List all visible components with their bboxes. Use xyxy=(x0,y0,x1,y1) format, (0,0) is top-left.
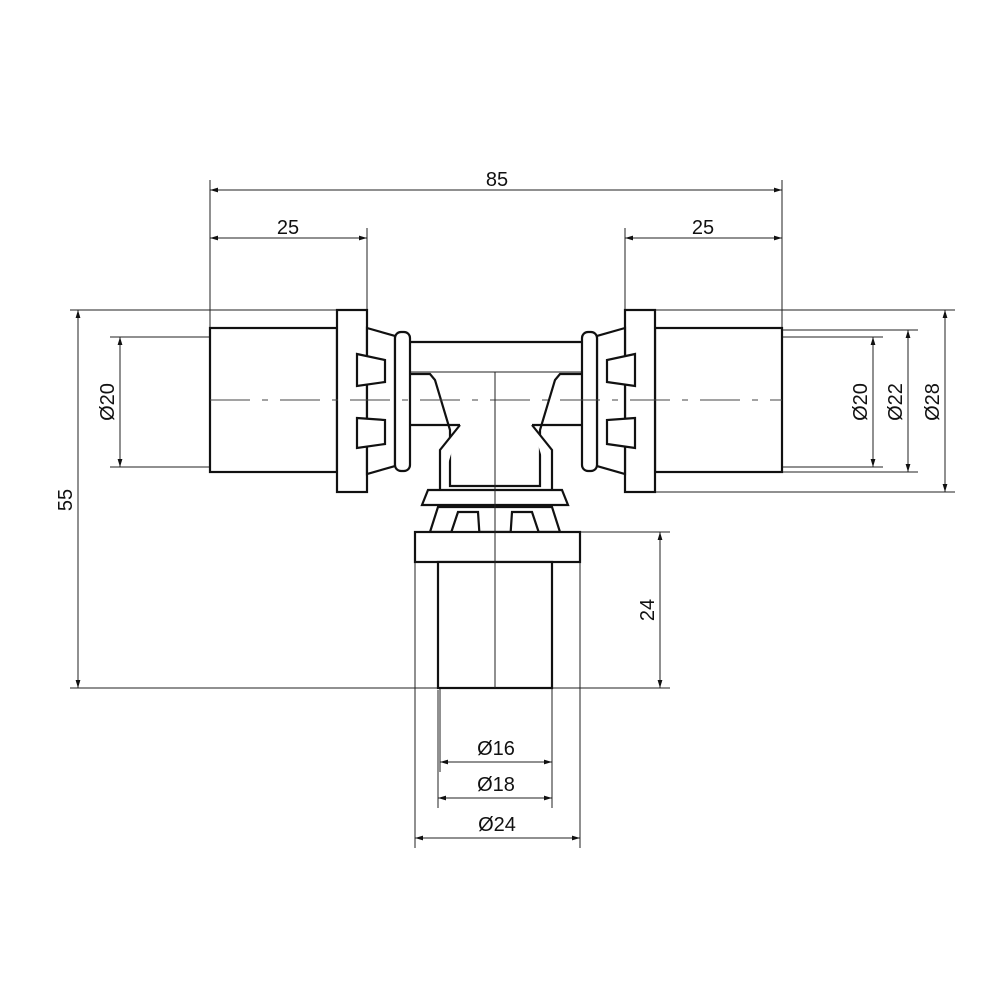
right-ring xyxy=(580,330,599,473)
dim-d28: Ø28 xyxy=(922,383,944,421)
dim-85: 85 xyxy=(486,169,508,191)
dim-d16: Ø16 xyxy=(477,738,515,760)
dim-25-left: 25 xyxy=(277,217,299,239)
center-lines xyxy=(210,372,782,688)
dim-d24: Ø24 xyxy=(478,814,516,836)
left-ring xyxy=(393,330,412,473)
right-collar xyxy=(595,326,627,476)
dim-d20-right: Ø20 xyxy=(850,383,872,421)
dim-d22: Ø22 xyxy=(885,383,907,421)
dim-d18: Ø18 xyxy=(477,774,515,796)
dim-d20-left: Ø20 xyxy=(97,383,119,421)
right-flange xyxy=(623,308,657,494)
dim-25-right: 25 xyxy=(692,217,714,239)
dim-24: 24 xyxy=(637,599,659,621)
dimension-lines xyxy=(75,187,948,841)
branch-flange xyxy=(413,530,582,564)
dim-55: 55 xyxy=(55,489,77,511)
extension-lines xyxy=(70,180,955,848)
left-collar xyxy=(365,326,397,476)
tee-body xyxy=(380,340,612,488)
left-flange xyxy=(335,308,369,494)
fitting-body xyxy=(208,308,784,690)
